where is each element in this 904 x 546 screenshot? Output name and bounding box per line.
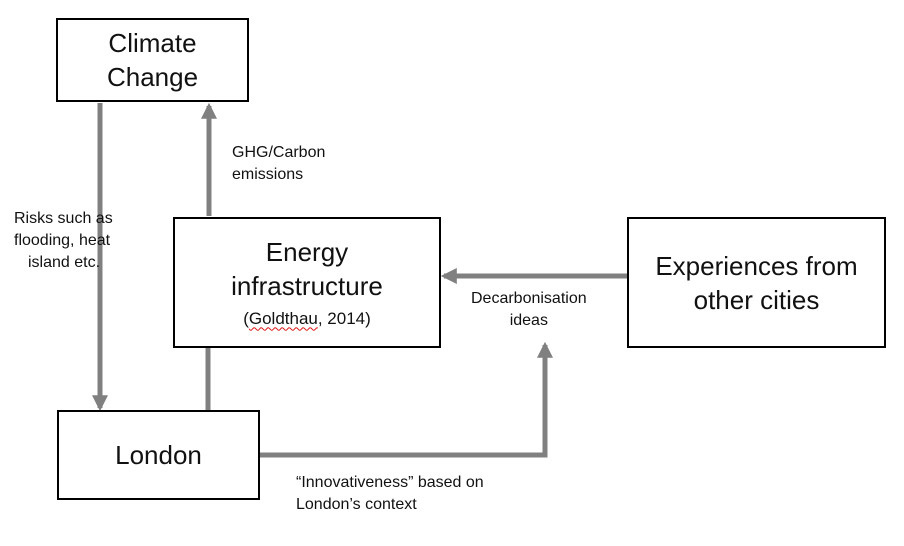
risks-line2: flooding, heat: [14, 232, 111, 249]
innovativeness-label: “Innovativeness” based on London’s conte…: [296, 472, 484, 516]
climate-change-line1: Climate: [108, 28, 197, 58]
london-label: London: [115, 440, 202, 470]
energy-line2: infrastructure: [231, 270, 383, 301]
citation-open: (: [243, 308, 249, 328]
energy-line1: Energy: [265, 236, 349, 267]
citation-rest: , 2014): [317, 308, 371, 328]
experiences-box: Experiences from other cities: [627, 217, 886, 348]
ghg-line2: emissions: [232, 166, 304, 183]
arrow-london-to-decarb: [260, 341, 554, 458]
climate-change-box: Climate Change: [56, 18, 249, 102]
decarb-line2: ideas: [509, 312, 548, 329]
risks-label: Risks such as flooding, heat island etc.: [14, 208, 113, 274]
risks-line3: island etc.: [28, 254, 101, 271]
london-box: London: [57, 410, 260, 500]
energy-citation: (Goldthau, 2014): [243, 307, 371, 331]
ghg-line1: GHG/Carbon: [232, 144, 326, 161]
energy-infrastructure-box: Energy infrastructure (Goldthau, 2014): [173, 217, 441, 348]
decarb-label: Decarbonisation ideas: [471, 288, 587, 332]
innov-line2: London’s context: [296, 496, 417, 513]
decarb-line1: Decarbonisation: [471, 290, 587, 307]
innov-line1: “Innovativeness” based on: [296, 474, 484, 491]
experiences-line2: other cities: [693, 284, 820, 315]
risks-line1: Risks such as: [14, 210, 113, 227]
ghg-label: GHG/Carbon emissions: [232, 142, 325, 186]
climate-change-line2: Change: [106, 62, 199, 92]
citation-author: Goldthau: [248, 308, 318, 328]
experiences-line1: Experiences from: [655, 250, 858, 281]
